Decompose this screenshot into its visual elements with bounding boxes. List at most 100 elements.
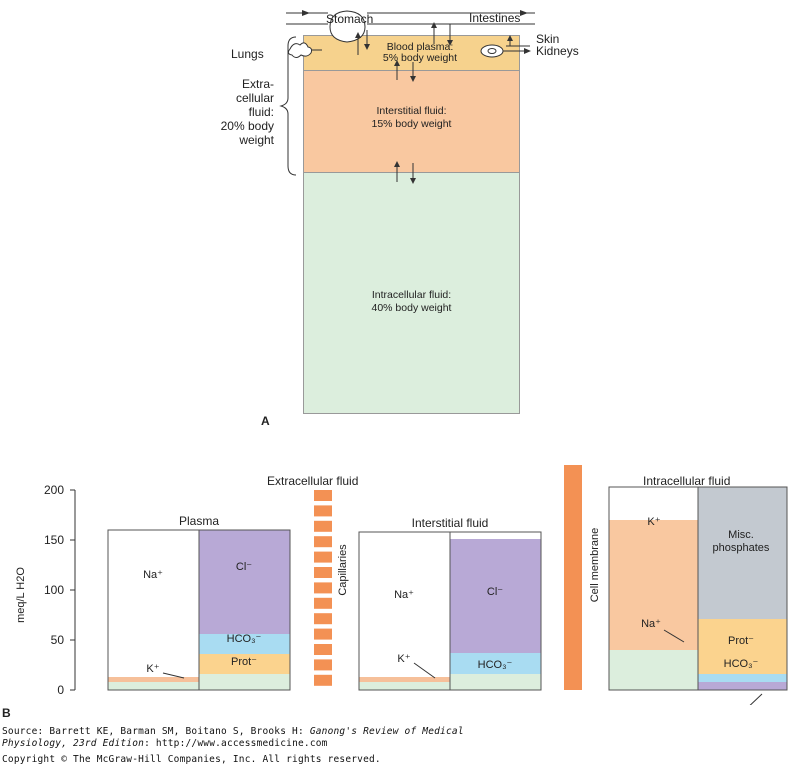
bar-label-hco3: HCO₃⁻ — [227, 633, 262, 645]
source-prefix: Source: Barrett KE, Barman SM, Boitano S… — [2, 726, 310, 737]
bar-segment-na — [108, 532, 199, 677]
capillary-dash — [314, 644, 332, 655]
cell-membrane-label: Cell membrane — [589, 528, 601, 603]
cell-membrane-bar — [564, 465, 582, 690]
bar-label-k: K⁺ — [146, 663, 159, 675]
capillary-dash — [314, 490, 332, 501]
bar-segment-anion — [698, 619, 787, 674]
ecf-label-line: weight — [239, 133, 274, 147]
capillary-dash — [314, 567, 332, 578]
ecf-label-line: fluid: — [248, 105, 274, 119]
bar-label-prot: Prot⁻ — [728, 635, 754, 647]
skin-label: Skin — [536, 32, 560, 46]
capillary-dash — [314, 674, 332, 686]
interstitial-label: Interstitial fluid: 15% body weight — [330, 105, 493, 131]
y-tick-label: 150 — [44, 533, 64, 547]
intestines-label: Intestines — [469, 11, 521, 25]
ecf-label: Extra- cellular fluid: 20% body weight — [196, 77, 274, 147]
source-line-1: Source: Barrett KE, Barman SM, Boitano S… — [2, 726, 782, 738]
source-url: : http://www.accessmedicine.com — [144, 738, 328, 749]
leader-line — [663, 629, 685, 643]
source-citation: Source: Barrett KE, Barman SM, Boitano S… — [2, 726, 782, 766]
panel-a-letter: A — [261, 414, 270, 428]
bar-label-hco3: HCO₃⁻ — [724, 658, 759, 670]
source-title: Ganong's Review of Medical — [309, 726, 464, 737]
ecf-label-line: cellular — [235, 91, 274, 105]
bar-label-hco3: HCO₃⁻ — [478, 659, 513, 671]
blood-plasma-label: Blood plasma: 5% body weight — [370, 42, 470, 64]
group-title: Plasma — [179, 514, 219, 528]
bar-label-k: K⁺ — [397, 653, 410, 665]
base-segment — [450, 674, 541, 690]
copyright: Copyright © The McGraw-Hill Companies, I… — [2, 754, 381, 765]
capillary-dash — [314, 659, 332, 671]
base-segment — [609, 650, 698, 690]
bar-segment-k — [359, 677, 450, 682]
bar-segment-anion — [450, 539, 541, 653]
bar-label-cl: Cl⁻ — [236, 561, 252, 573]
compartment-name: Interstitial fluid: — [376, 105, 447, 117]
capillaries-label: Capillaries — [337, 544, 349, 596]
intracellular-header: Intracellular fluid — [643, 474, 731, 488]
y-tick-label: 50 — [51, 633, 65, 647]
y-tick-label: 200 — [44, 483, 64, 497]
bar-label-prot: Prot⁻ — [231, 656, 257, 668]
capillary-dash — [314, 582, 332, 594]
extracellular-header: Extracellular fluid — [267, 474, 359, 488]
bar-label-misc: Misc. — [728, 529, 754, 541]
intracellular-compartment — [303, 173, 520, 414]
capillary-dash — [314, 536, 332, 548]
lungs-label: Lungs — [231, 47, 264, 61]
bar-label-cl: Cl⁻ — [487, 586, 503, 598]
bar-label-na: Na⁺ — [394, 589, 414, 601]
compartment-name: Blood plasma: — [386, 41, 454, 53]
compartment-detail: 15% body weight — [371, 118, 452, 130]
panel-a-drawing — [279, 10, 535, 184]
capillary-dash — [314, 597, 332, 609]
capillary-dash — [314, 551, 332, 563]
bar-segment-k — [108, 677, 199, 682]
capillary-dash — [314, 628, 332, 640]
interstitial-compartment — [303, 71, 520, 173]
y-tick-label: 100 — [44, 583, 64, 597]
panel-b-letter: B — [2, 706, 11, 720]
base-segment — [359, 682, 450, 690]
bar-segment-anion — [698, 674, 787, 682]
source-title-cont: Physiology, 23rd Edition — [2, 738, 145, 749]
kidney-shape — [480, 44, 504, 58]
leader-line — [162, 672, 185, 679]
bar-label-k: K⁺ — [647, 516, 660, 528]
bar-label-na: Na⁺ — [143, 569, 163, 581]
source-line-2: Physiology, 23rd Edition: http://www.acc… — [2, 738, 782, 750]
bar-segment-anion — [199, 634, 290, 654]
leader-line — [413, 662, 436, 679]
leader-line — [749, 693, 763, 705]
base-segment — [199, 674, 290, 690]
bar-segment-anion — [698, 682, 787, 690]
lungs-shape — [287, 42, 313, 58]
y-tick-label: 0 — [57, 683, 64, 697]
y-axis-label: meq/L H2O — [15, 567, 27, 623]
bar-label-misc: phosphates — [713, 542, 770, 554]
capillary-dash — [314, 505, 332, 517]
stomach-label: Stomach — [326, 12, 374, 26]
bar-segment-na — [359, 532, 450, 677]
ecf-label-line: 20% body — [220, 119, 274, 133]
compartment-detail: 5% body weight — [382, 52, 458, 64]
ion-composition-chart: 0 50 100 150 200 meq/L H2O Plasma Interstitial … — [15, 465, 788, 705]
group-title: Interstitial fluid — [412, 516, 489, 530]
bar-segment-anion — [698, 487, 787, 619]
ecf-label-line: Extra- — [241, 77, 274, 91]
bar-label-na: Na⁺ — [641, 618, 661, 630]
bar-segment-anion — [199, 530, 290, 634]
capillary-dash — [314, 520, 332, 532]
ecf-brace — [279, 36, 297, 176]
stomach-shape — [329, 10, 366, 43]
kidneys-label: Kidneys — [536, 44, 579, 58]
bar-segment-anion — [450, 653, 541, 674]
capillary-dash — [314, 613, 332, 625]
compartment-detail: 40% body weight — [371, 302, 452, 314]
compartment-name: Intracellular fluid: — [371, 289, 452, 301]
intracellular-label: Intracellular fluid: 40% body weight — [330, 289, 493, 315]
bar-segment-anion — [199, 654, 290, 674]
